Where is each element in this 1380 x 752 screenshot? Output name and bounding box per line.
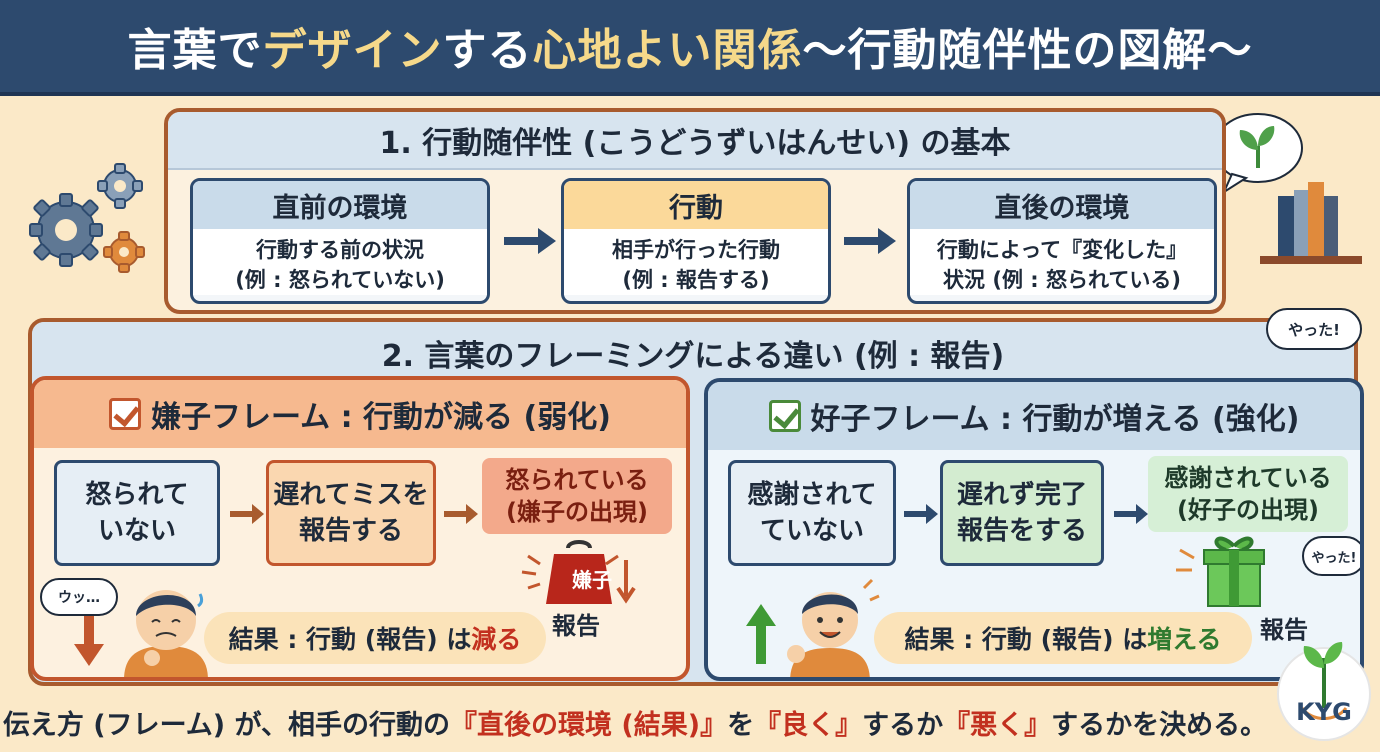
box-before-title: 直前の環境 xyxy=(193,181,487,229)
bad-step-1-line1: 怒られて xyxy=(85,480,189,510)
good-report-label: 報告 xyxy=(1260,616,1308,644)
bad-step-1: 怒られていない xyxy=(54,460,220,566)
box-behavior: 行動 相手が行った行動 (例 : 報告する) xyxy=(561,178,831,304)
box-after-title: 直後の環境 xyxy=(910,181,1214,229)
bad-frame-panel: 嫌子フレーム : 行動が減る (弱化) 怒られていない 遅れてミスを報告する 怒… xyxy=(30,376,690,681)
footer-part7: するかを決める。 xyxy=(1051,709,1268,741)
checkbox-icon xyxy=(768,400,801,432)
weight-label: 嫌子 xyxy=(572,568,612,592)
good-step-3-line1: 感謝されている xyxy=(1164,464,1332,492)
arrow-right-icon xyxy=(844,228,896,254)
arrow-right-icon xyxy=(904,504,938,524)
box-before-body: 行動する前の状況 (例 : 怒られていない) xyxy=(193,229,487,295)
bad-step-3-line1: 怒られている xyxy=(505,466,649,494)
footer-part1: 伝え方 (フレーム) が、相手の行動の xyxy=(2,709,451,741)
bad-result-prefix: 結果 : 行動 (報告) は xyxy=(228,625,472,654)
sad-person-icon xyxy=(124,590,208,677)
good-result-prefix: 結果 : 行動 (報告) は xyxy=(904,625,1148,654)
bad-step-3-line2: (嫌子の出現) xyxy=(506,498,648,526)
box-behavior-line2: (例 : 報告する) xyxy=(622,268,770,292)
arrow-right-icon xyxy=(230,504,264,524)
title-bar: 言葉でデザインする心地よい関係〜行動随伴性の図解〜 xyxy=(0,0,1380,96)
good-result-emph: 増える xyxy=(1147,625,1222,654)
happy-person-icon xyxy=(787,578,880,677)
checkbox-icon xyxy=(109,398,142,430)
books-icon xyxy=(1260,182,1362,264)
section1-panel: 1. 行動随伴性 (こうどうずいはんせい) の基本 直前の環境 行動する前の状況… xyxy=(164,108,1226,314)
logo-text: KYG xyxy=(1296,698,1352,726)
box-behavior-line1: 相手が行った行動 xyxy=(612,238,780,262)
arrow-down-icon xyxy=(74,608,104,666)
box-before-line1: 行動する前の状況 xyxy=(256,238,424,262)
good-step-2: 遅れず完了報告をする xyxy=(940,460,1104,566)
bad-step-1-line2: いない xyxy=(97,516,176,546)
good-step-1-line2: ていない xyxy=(759,516,864,546)
box-after-line2: 状況 (例 : 怒られている) xyxy=(943,268,1181,292)
good-result: 結果 : 行動 (報告) は増える xyxy=(874,612,1252,664)
title-part1: 言葉で xyxy=(127,25,263,76)
footer-part2: 『直後の環境 (結果)』 xyxy=(450,709,728,741)
footer-part4: 『良く』 xyxy=(754,709,863,741)
bad-frame-heading-text: 嫌子フレーム : 行動が減る (弱化) xyxy=(151,400,611,435)
good-frame-panel: 好子フレーム : 行動が増える (強化) 感謝されてていない 遅れず完了報告をす… xyxy=(704,378,1364,681)
bad-frame-heading: 嫌子フレーム : 行動が減る (弱化) xyxy=(34,380,686,448)
good-step-3: 感謝されている (好子の出現) xyxy=(1148,456,1348,532)
footer-part3: を xyxy=(727,709,755,741)
kyg-logo-icon: KYG xyxy=(1277,642,1371,741)
arrow-right-icon xyxy=(444,504,478,524)
bad-step-2-line1: 遅れてミスを xyxy=(273,480,429,510)
bad-step-3: 怒られている (嫌子の出現) xyxy=(482,458,672,534)
section1-heading: 1. 行動随伴性 (こうどうずいはんせい) の基本 xyxy=(168,112,1222,170)
good-step-2-line1: 遅れず完了 xyxy=(956,480,1087,510)
good-step-1-line1: 感謝されて xyxy=(747,480,877,510)
gears-icon xyxy=(29,163,145,273)
box-behavior-title: 行動 xyxy=(564,181,828,229)
good-step-1: 感謝されてていない xyxy=(728,460,896,566)
footer-part5: するか xyxy=(862,709,944,741)
bad-report-label: 報告 xyxy=(552,612,600,640)
gift-icon xyxy=(1176,536,1265,607)
footer-part6: 『悪く』 xyxy=(943,709,1052,741)
box-after-environment: 直後の環境 行動によって『変化した』 状況 (例 : 怒られている) xyxy=(907,178,1217,304)
box-after-line1: 行動によって『変化した』 xyxy=(936,238,1188,262)
bad-result-emph: 減る xyxy=(471,625,522,654)
bad-step-2: 遅れてミスを報告する xyxy=(266,460,436,566)
bad-speech-bubble: ウッ… xyxy=(40,578,118,616)
bad-step-2-line2: 報告する xyxy=(298,516,403,546)
speech-bubble-top: やった! xyxy=(1266,308,1362,350)
weight-icon xyxy=(521,540,636,604)
bad-result: 結果 : 行動 (報告) は減る xyxy=(204,612,546,664)
good-step-2-line2: 報告をする xyxy=(956,516,1087,546)
arrow-right-icon xyxy=(504,228,556,254)
arrow-right-icon xyxy=(1114,504,1148,524)
title-part5: 〜行動随伴性の図解〜 xyxy=(802,25,1253,76)
box-behavior-body: 相手が行った行動 (例 : 報告する) xyxy=(564,229,828,295)
title-part4: 心地よい関係 xyxy=(532,25,803,76)
box-before-environment: 直前の環境 行動する前の状況 (例 : 怒られていない) xyxy=(190,178,490,304)
good-frame-heading: 好子フレーム : 行動が増える (強化) xyxy=(708,382,1360,450)
box-after-body: 行動によって『変化した』 状況 (例 : 怒られている) xyxy=(910,229,1214,295)
section2-heading: 2. 言葉のフレーミングによる違い (例 : 報告) xyxy=(32,322,1354,384)
box-before-line2: (例 : 怒られていない) xyxy=(235,268,445,292)
good-step-3-line2: (好子の出現) xyxy=(1177,496,1319,524)
good-frame-heading-text: 好子フレーム : 行動が増える (強化) xyxy=(810,402,1300,437)
footer-caption: 伝え方 (フレーム) が、相手の行動の『直後の環境 (結果)』を『良く』するか『… xyxy=(0,692,1270,752)
title-part3: する xyxy=(442,25,533,76)
title-part2: デザイン xyxy=(262,25,443,76)
arrow-up-icon xyxy=(746,604,776,664)
page-title: 言葉でデザインする心地よい関係〜行動随伴性の図解〜 xyxy=(128,14,1253,78)
good-speech-bubble: やった! xyxy=(1302,536,1360,576)
